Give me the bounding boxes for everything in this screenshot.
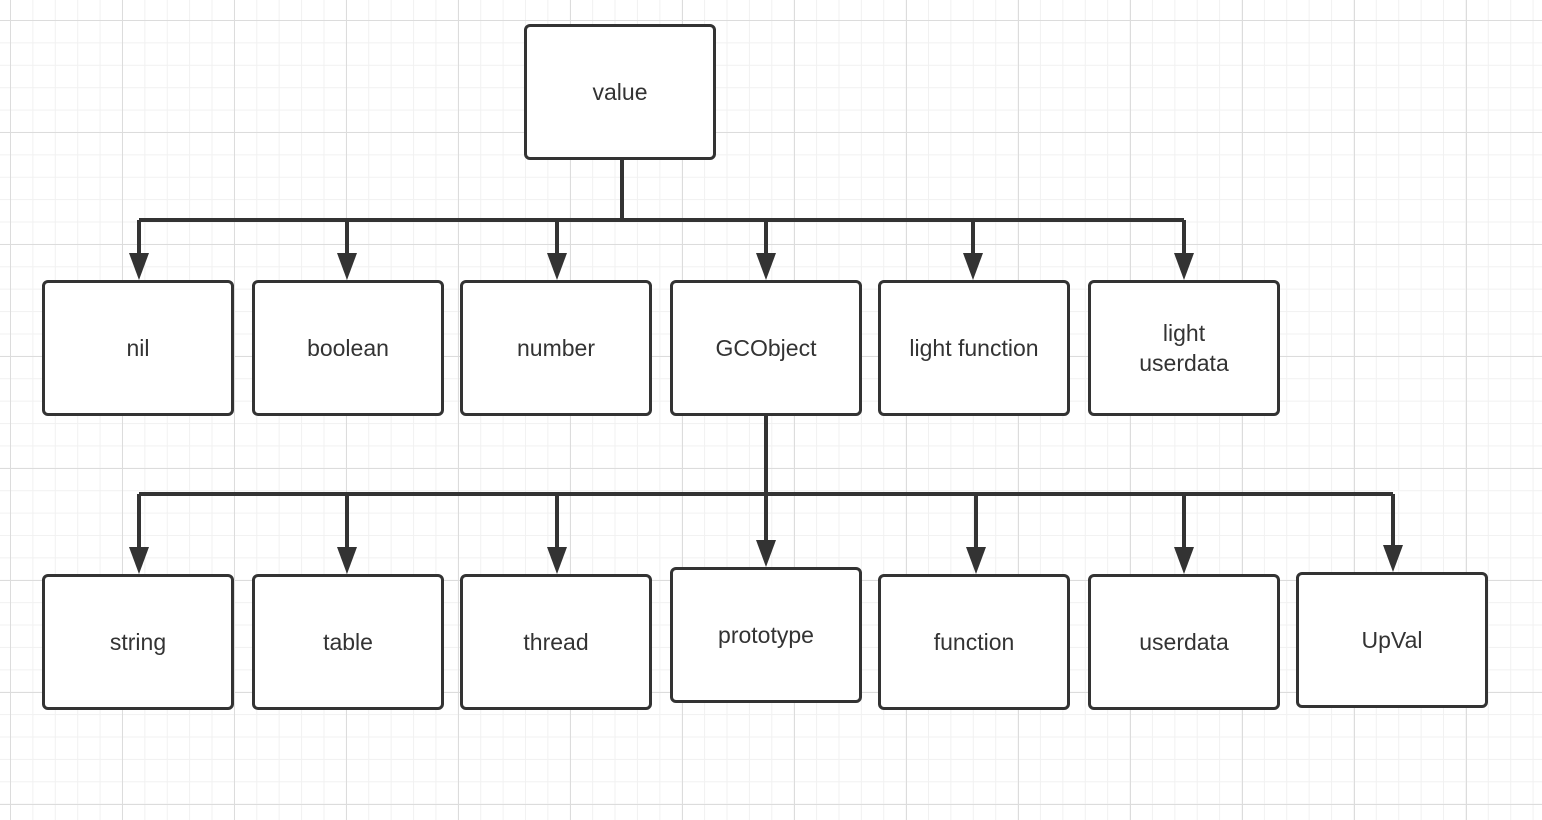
node-prototype: prototype [670,567,862,703]
node-light-userdata: light userdata [1088,280,1280,416]
node-light-function: light function [878,280,1070,416]
arrowhead-gcobject [756,253,776,280]
arrowhead-boolean [337,253,357,280]
arrowhead-table [337,547,357,574]
node-upval: UpVal [1296,572,1488,708]
arrowhead-userdata [1174,547,1194,574]
arrowhead-nil [129,253,149,280]
node-table: table [252,574,444,710]
arrowhead-number [547,253,567,280]
arrowhead-function [966,547,986,574]
node-function: function [878,574,1070,710]
node-nil: nil [42,280,234,416]
arrowhead-string [129,547,149,574]
node-boolean: boolean [252,280,444,416]
arrowhead-thread [547,547,567,574]
node-thread: thread [460,574,652,710]
arrowhead-light-function [963,253,983,280]
node-userdata: userdata [1088,574,1280,710]
node-string: string [42,574,234,710]
node-gcobject: GCObject [670,280,862,416]
node-value: value [524,24,716,160]
arrowhead-upval [1383,545,1403,572]
node-number: number [460,280,652,416]
arrowhead-prototype [756,540,776,567]
arrowhead-light-userdata [1174,253,1194,280]
